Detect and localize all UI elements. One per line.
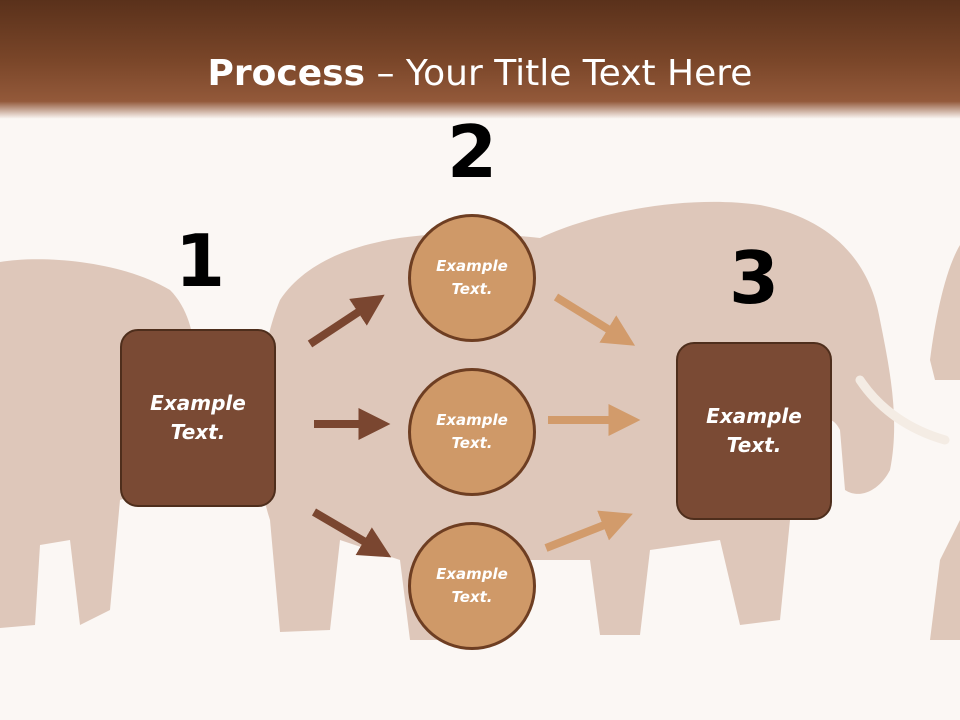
end-box: Example Text. xyxy=(676,342,832,520)
slide-title: Process – Your Title Text Here xyxy=(0,52,960,96)
start-box-text: Example Text. xyxy=(150,391,246,444)
circle-node-middle: Example Text. xyxy=(408,368,536,496)
step-number-1: 1 xyxy=(174,219,226,303)
step-number-2: 2 xyxy=(446,110,498,194)
title-rest-text: – Your Title Text Here xyxy=(365,53,753,94)
arrow-to-bottom-circle xyxy=(311,508,392,558)
circle-node-top: Example Text. xyxy=(408,214,536,342)
end-box-text: Example Text. xyxy=(706,404,802,457)
arrow-from-top-circle xyxy=(553,293,636,346)
arrow-from-bottom-circle xyxy=(544,510,633,552)
circle-middle-text: Example Text. xyxy=(436,411,508,452)
title-bold-text: Process xyxy=(207,53,366,94)
title-bar xyxy=(0,0,960,135)
start-box: Example Text. xyxy=(120,329,276,507)
circle-node-bottom: Example Text. xyxy=(408,522,536,650)
arrow-to-top-circle xyxy=(307,294,385,348)
circle-top-text: Example Text. xyxy=(436,257,508,298)
circle-bottom-text: Example Text. xyxy=(436,565,508,606)
step-number-3: 3 xyxy=(728,236,780,320)
